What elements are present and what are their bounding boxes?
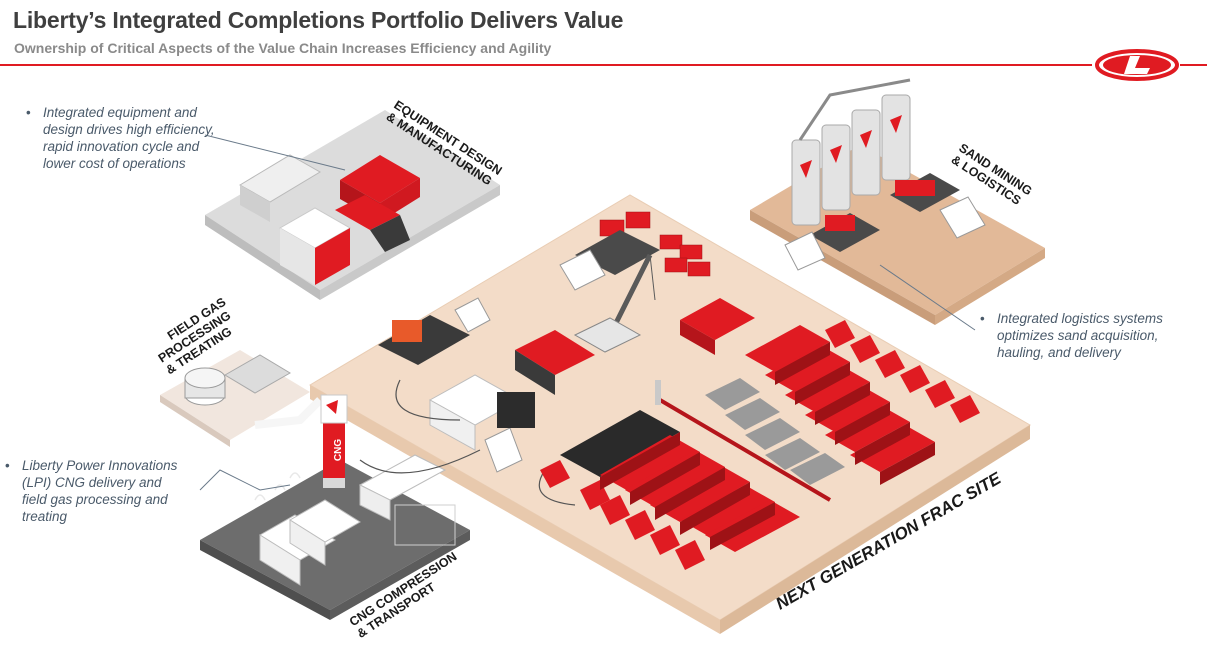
bullet-logistics-text: Integrated logistics systems optimizes s…	[997, 311, 1163, 360]
bullet-dot: •	[26, 105, 31, 120]
cng-tower-label: CNG	[333, 439, 344, 461]
bullet-lpi-text: Liberty Power Innovations (LPI) CNG deli…	[22, 458, 178, 524]
bullet-equipment: • Integrated equipment and design drives…	[26, 104, 215, 172]
frac-pumps-left	[540, 410, 800, 570]
page-subtitle: Ownership of Critical Aspects of the Val…	[14, 40, 552, 56]
bullet-equipment-text: Integrated equipment and design drives h…	[43, 105, 215, 171]
header-rule	[0, 64, 1092, 66]
bullet-logistics: • Integrated logistics systems optimizes…	[980, 310, 1163, 361]
cng-label-line1: CNG COMPRESSION	[347, 549, 459, 629]
frac-pumps-right	[705, 320, 980, 485]
header-rule-right	[1180, 64, 1207, 66]
frac-site-illustration: CNG	[160, 78, 1045, 634]
bullet-dot: •	[980, 311, 985, 326]
bullet-dot: •	[5, 458, 10, 473]
frac-site-label: NEXT GENERATION FRAC SITE	[773, 468, 1005, 613]
page-title: Liberty’s Integrated Completions Portfol…	[13, 7, 624, 33]
equipment-label-line1: EQUIPMENT DESIGN	[391, 98, 504, 178]
bullet-lpi: • Liberty Power Innovations (LPI) CNG de…	[5, 457, 178, 525]
liberty-logo-icon	[1095, 49, 1179, 81]
